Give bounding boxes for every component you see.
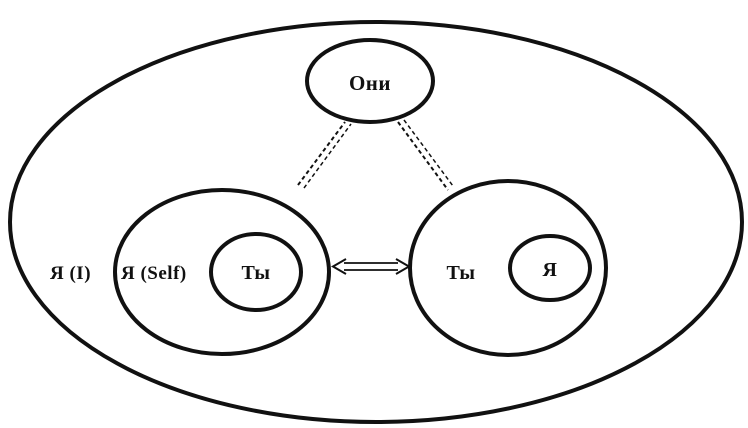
they-node-label: Они (349, 71, 391, 95)
self-outer-self-label: Я (Self) (121, 263, 187, 284)
other-inner-circle (508, 234, 592, 302)
other-circle (408, 179, 608, 357)
self-outer-i-label: Я (I) (50, 263, 91, 284)
self-inner-you-label: Ты (242, 262, 271, 284)
outer-ellipse (8, 20, 744, 424)
other-inner-i-label: Я (543, 259, 558, 281)
double-arrow (330, 258, 412, 275)
other-outer-you-label: Ты (447, 262, 476, 284)
dashed-connector-left (297, 121, 352, 189)
self-circle (113, 188, 331, 356)
they-node-circle (305, 38, 435, 124)
self-inner-circle (209, 232, 303, 312)
dashed-connector-right (397, 119, 454, 191)
